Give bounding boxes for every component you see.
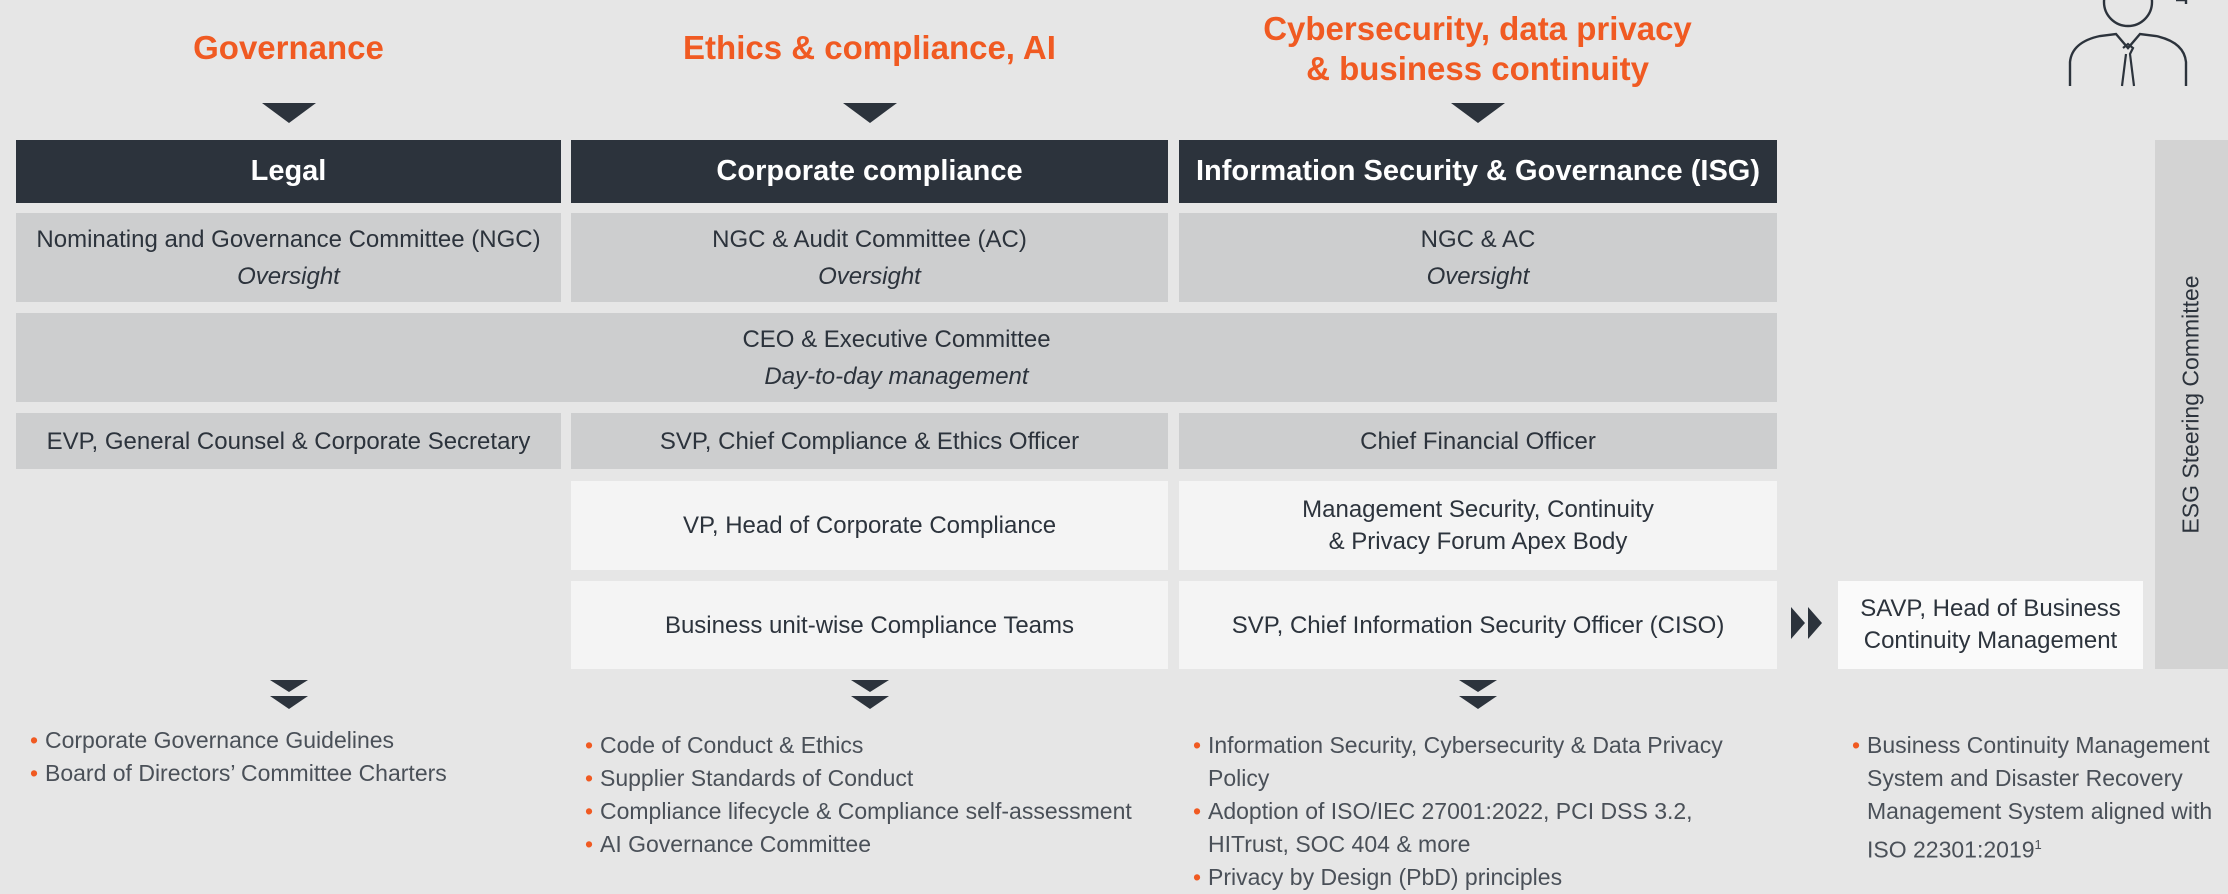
level3-label: Business unit-wise Compliance Teams (664, 611, 1075, 639)
bcm-bullet-text: Business Continuity Management System an… (1867, 732, 2213, 863)
double-triangle-right-icon (1791, 607, 1822, 639)
oversight-sub: Oversight (818, 262, 921, 290)
officer-cyber: Chief Financial Officer (1179, 413, 1777, 469)
oversight-title: NGC & AC (1420, 225, 1536, 253)
person-icon (2068, 0, 2188, 87)
officer-label: Chief Financial Officer (1360, 427, 1596, 455)
level2-cyber: Management Security, Continuity & Privac… (1179, 481, 1777, 570)
bullets-bcm: Business Continuity Management System an… (1852, 729, 2222, 867)
bullets-governance: Corporate Governance Guidelines Board of… (30, 724, 560, 790)
officer-label: SVP, Chief Compliance & Ethics Officer (659, 427, 1080, 455)
oversight-cyber: NGC & AC Oversight (1179, 213, 1777, 302)
dept-corporate-compliance: Corporate compliance (571, 140, 1168, 203)
officer-label: EVP, General Counsel & Corporate Secreta… (46, 427, 531, 455)
officer-governance: EVP, General Counsel & Corporate Secreta… (16, 413, 561, 469)
heading-cyber: Cybersecurity, data privacy & business c… (1179, 9, 1776, 89)
heading-cyber-line2: & business continuity (1306, 50, 1649, 87)
heading-ethics: Ethics & compliance, AI (683, 29, 1056, 66)
bcm-line2: Continuity Management (1863, 627, 2118, 654)
dept-isg: Information Security & Governance (ISG) (1179, 140, 1777, 203)
ceo-sub: Day-to-day management (764, 362, 1029, 390)
bcm-head-box: SAVP, Head of Business Continuity Manage… (1838, 581, 2143, 669)
ceo-title: CEO & Executive Committee (742, 325, 1051, 353)
list-item: Information Security, Cybersecurity & Da… (1193, 729, 1768, 795)
dept-legal: Legal (16, 140, 561, 203)
level2-ethics: VP, Head of Corporate Compliance (571, 481, 1168, 570)
oversight-ethics: NGC & Audit Committee (AC) Oversight (571, 213, 1168, 302)
list-item: Corporate Governance Guidelines (30, 724, 560, 757)
list-item: Privacy by Design (PbD) principles (1193, 861, 1768, 894)
footnote-marker: 1 (2034, 837, 2042, 852)
level2-label: VP, Head of Corporate Compliance (682, 512, 1057, 539)
level2-line2: & Privacy Forum Apex Body (1328, 527, 1628, 555)
officer-ethics: SVP, Chief Compliance & Ethics Officer (571, 413, 1168, 469)
double-chevron-down-icon (270, 680, 308, 709)
level3-ethics: Business unit-wise Compliance Teams (571, 581, 1168, 669)
arrow-down-icon (262, 103, 316, 123)
double-chevron-down-icon (1459, 680, 1497, 709)
esg-steering-label: ESG Steering Committee (2178, 275, 2204, 534)
heading-cyber-line1: Cybersecurity, data privacy (1263, 10, 1692, 47)
list-item: Code of Conduct & Ethics (585, 729, 1175, 762)
oversight-title: NGC & Audit Committee (AC) (712, 225, 1027, 253)
list-item: AI Governance Committee (585, 828, 1175, 861)
level3-cyber: SVP, Chief Information Security Officer … (1179, 581, 1777, 669)
esg-steering-committee: ESG Steering Committee (2155, 140, 2228, 669)
list-item: Business Continuity Management System an… (1852, 729, 2222, 867)
bullets-cyber: Information Security, Cybersecurity & Da… (1193, 729, 1768, 894)
oversight-governance: Nominating and Governance Committee (NGC… (16, 213, 561, 302)
heading-governance: Governance (193, 29, 384, 66)
bcm-line1: SAVP, Head of Business (1860, 595, 2121, 622)
oversight-title: Nominating and Governance Committee (NGC… (36, 225, 541, 253)
ceo-executive-committee: CEO & Executive Committee Day-to-day man… (16, 313, 1777, 402)
oversight-sub: Oversight (1426, 262, 1530, 290)
list-item: Adoption of ISO/IEC 27001:2022, PCI DSS … (1193, 795, 1768, 861)
bullets-ethics: Code of Conduct & Ethics Supplier Standa… (585, 729, 1175, 861)
list-item: Compliance lifecycle & Compliance self-a… (585, 795, 1175, 828)
arrow-down-icon (1451, 103, 1505, 123)
level2-line1: Management Security, Continuity (1302, 495, 1654, 523)
list-item: Supplier Standards of Conduct (585, 762, 1175, 795)
level3-label: SVP, Chief Information Security Officer … (1231, 611, 1725, 639)
arrow-down-icon (843, 103, 897, 123)
double-chevron-down-icon (851, 680, 889, 709)
oversight-sub: Oversight (237, 262, 340, 290)
list-item: Board of Directors’ Committee Charters (30, 757, 560, 790)
